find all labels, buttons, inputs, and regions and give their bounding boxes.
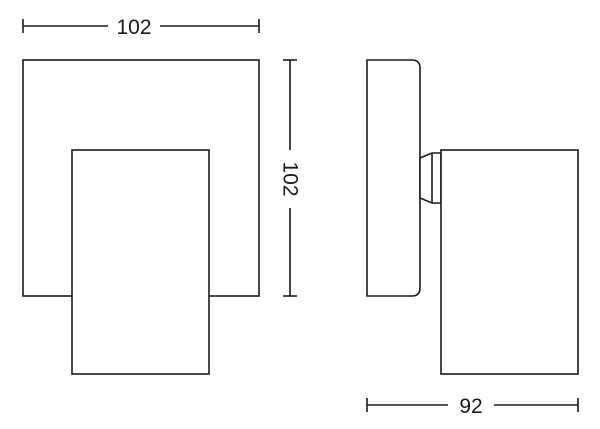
front-width-label: 102: [116, 16, 151, 39]
side-view: [366, 59, 579, 375]
side-depth-label: 92: [459, 395, 482, 418]
front-view: [22, 59, 260, 375]
side-mounting-plate: [366, 59, 421, 297]
front-height-dimension: 102: [279, 59, 302, 297]
front-height-label: 102: [279, 161, 302, 196]
front-spot-head: [71, 149, 210, 375]
side-spot-head: [440, 149, 579, 375]
side-depth-dimension: 92: [366, 395, 579, 418]
side-joint: [419, 152, 442, 204]
front-width-dimension: 102: [22, 16, 260, 39]
